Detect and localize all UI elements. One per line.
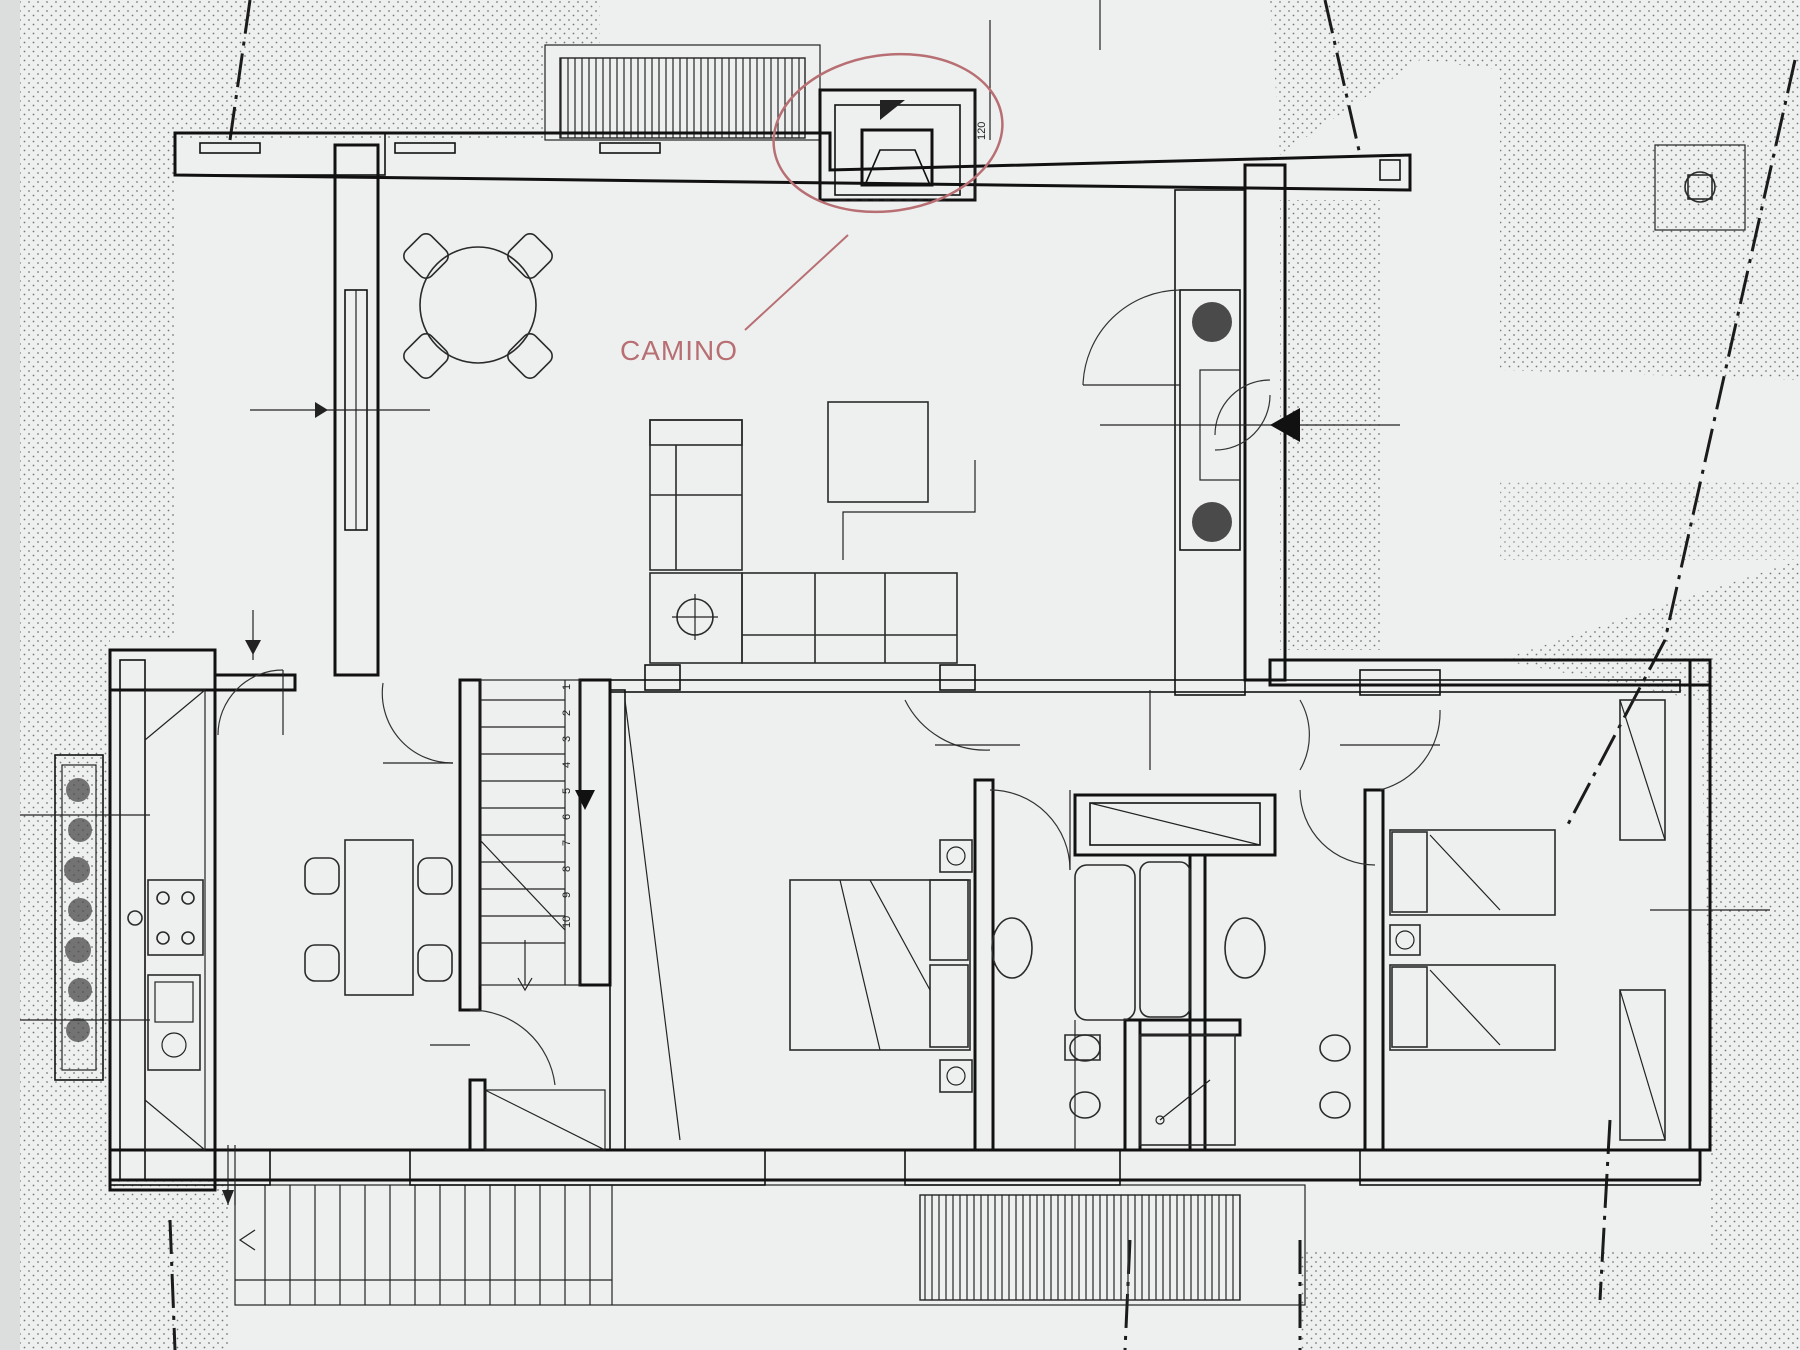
svg-text:8: 8 <box>561 866 573 872</box>
corridor-door-arc <box>1299 699 1310 771</box>
fireplace-annotation: CAMINO <box>620 52 1004 366</box>
bedroom-twin <box>1340 699 1770 1141</box>
terrace-south <box>234 1184 1306 1306</box>
svg-text:4: 4 <box>561 762 573 768</box>
garden-well <box>1654 144 1746 231</box>
living-door-arc <box>381 682 454 764</box>
svg-text:3: 3 <box>561 736 573 742</box>
svg-text:10: 10 <box>561 916 573 928</box>
sofa-set <box>649 401 976 664</box>
kitchen-table <box>344 839 414 996</box>
planter-top <box>1192 302 1232 342</box>
terrace-steps-north <box>559 57 806 139</box>
staircase: 1 2 3 4 5 6 7 8 9 10 <box>430 679 681 1151</box>
camino-label: CAMINO <box>620 335 738 366</box>
single-bed-1 <box>1389 829 1556 916</box>
entrance <box>1082 289 1400 551</box>
fireplace-dimension: 120 <box>976 122 988 140</box>
stair-step-numbers: 1 2 3 4 5 6 7 8 9 10 <box>561 684 573 928</box>
planter-bottom <box>1192 502 1232 542</box>
svg-text:7: 7 <box>561 840 573 846</box>
svg-text:2: 2 <box>561 710 573 716</box>
svg-text:5: 5 <box>561 788 573 794</box>
fireplace: 120 <box>818 88 988 202</box>
dining-table-round <box>403 233 553 379</box>
stove <box>147 879 204 956</box>
svg-text:1: 1 <box>561 684 573 690</box>
bedroom-master <box>789 699 1020 1093</box>
west-window-marker <box>250 402 430 418</box>
sink <box>147 974 201 1071</box>
svg-text:9: 9 <box>561 892 573 898</box>
kitchen <box>20 610 453 1205</box>
bathroom-2 <box>1139 789 1376 1146</box>
single-bed-2 <box>1389 964 1556 1051</box>
bathroom-1 <box>989 789 1136 1150</box>
svg-text:6: 6 <box>561 814 573 820</box>
